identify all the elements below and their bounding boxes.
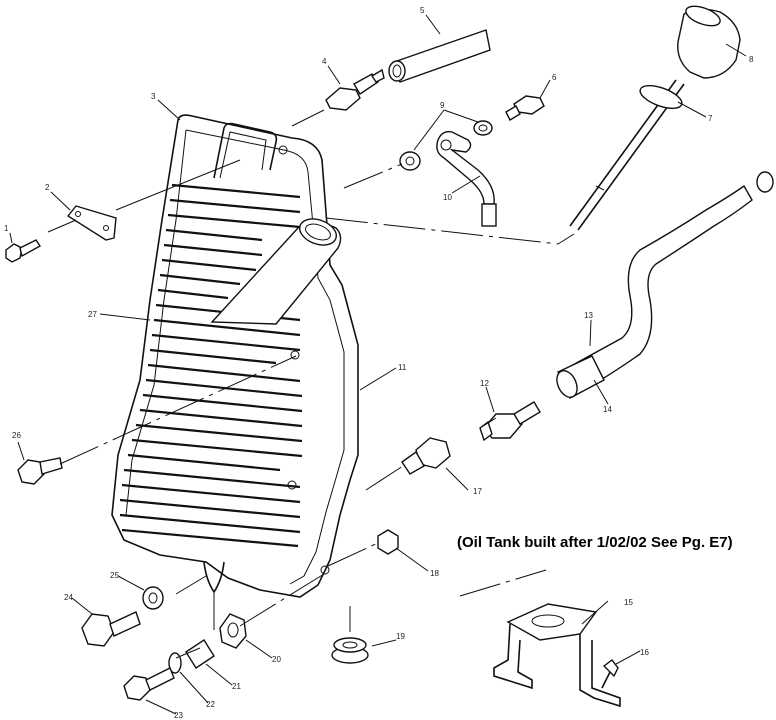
washer-part-25 [142, 586, 164, 610]
callout-9: 9 [440, 101, 445, 110]
callout-15: 15 [624, 598, 633, 607]
callout-12: 12 [480, 379, 489, 388]
callout-17: 17 [473, 487, 482, 496]
banjo-part-10 [436, 130, 497, 227]
clamp-part-13-ring [756, 171, 774, 193]
washer-part-9 [399, 120, 493, 171]
nut-part-18 [377, 529, 399, 555]
callout-23: 23 [174, 711, 183, 720]
callout-11: 11 [398, 363, 407, 372]
assembly-lines [47, 109, 575, 659]
screw-part-1 [5, 239, 42, 263]
callout-25: 25 [110, 571, 119, 580]
callout-16: 16 [640, 648, 649, 657]
callout-10: 10 [443, 193, 452, 202]
bracket-part-2 [66, 205, 117, 241]
tank-ribs [119, 183, 303, 548]
bolt-part-26 [17, 457, 63, 485]
callout-14: 14 [603, 405, 612, 414]
callout-27: 27 [88, 310, 97, 319]
fitting-part-17 [401, 437, 451, 475]
bolt-part-24 [81, 611, 141, 647]
spacer-part-21 [185, 639, 215, 669]
fitting-part-12 [479, 401, 541, 442]
oil-tank [111, 114, 359, 612]
callout-7: 7 [708, 114, 713, 123]
callout-labels: 1 2 3 4 5 6 7 8 9 10 11 12 13 14 15 16 1… [4, 6, 754, 720]
callout-5: 5 [420, 6, 425, 15]
callout-24: 24 [64, 593, 73, 602]
callout-13: 13 [584, 311, 593, 320]
bolt-part-23 [123, 667, 175, 701]
cap-dipstick-part-8 [569, 5, 741, 231]
fitting-part-6 [505, 95, 545, 121]
callout-20: 20 [272, 655, 281, 664]
leader-lines [9, 14, 747, 715]
callout-8: 8 [749, 55, 754, 64]
callout-6: 6 [552, 73, 557, 82]
vent-hose-part-13 [556, 184, 753, 399]
grommet-part-20 [219, 613, 247, 649]
callout-21: 21 [232, 682, 241, 691]
callout-2: 2 [45, 183, 50, 192]
grommet-part-19 [331, 637, 369, 664]
callout-3: 3 [151, 92, 156, 101]
fitting-part-4 [325, 68, 385, 111]
callout-4: 4 [322, 57, 327, 66]
filler-neck [210, 218, 342, 325]
washer-part-22 [168, 652, 182, 674]
note-oil-tank: (Oil Tank built after 1/02/02 See Pg. E7… [457, 534, 733, 551]
callout-22: 22 [206, 700, 215, 709]
callout-1: 1 [4, 224, 9, 233]
callout-26: 26 [12, 431, 21, 440]
callout-19: 19 [396, 632, 405, 641]
hose-part-5 [388, 29, 491, 83]
callout-18: 18 [430, 569, 439, 578]
oring-part-7 [639, 84, 683, 110]
bracket-part-15 [493, 603, 621, 708]
screw-part-16 [601, 659, 619, 689]
